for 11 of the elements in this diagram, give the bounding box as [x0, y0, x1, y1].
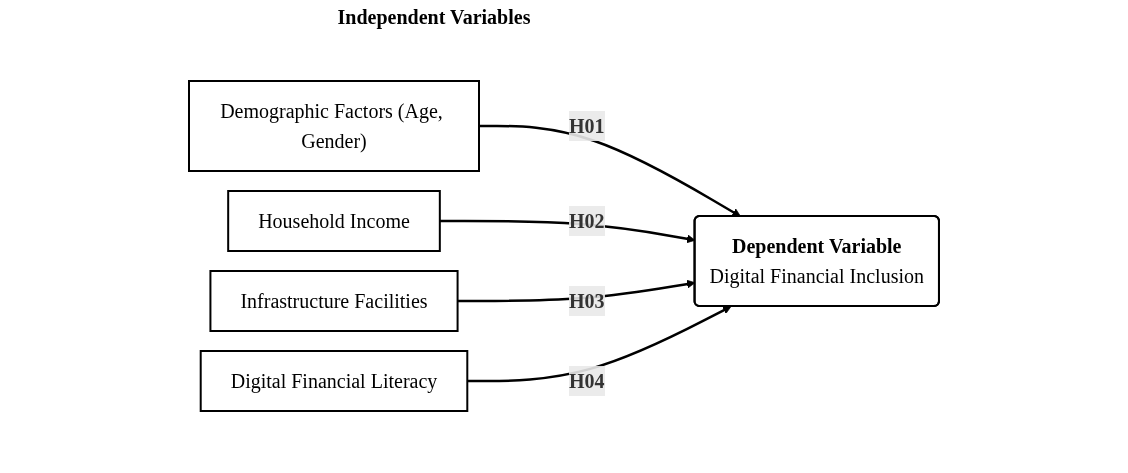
edge-label: H03 — [569, 290, 605, 312]
arrow — [479, 124, 741, 217]
node-box: Infrastructure Facilities — [209, 270, 459, 332]
node-box: Household Income — [227, 190, 441, 252]
heading-text: Independent Variables — [337, 6, 531, 28]
arrow — [467, 306, 732, 383]
edge-label: H04 — [569, 370, 605, 392]
edge-label: H01 — [569, 115, 605, 137]
node-box: Demographic Factors (Age, Gender) — [188, 80, 480, 172]
node-box: Digital Financial Literacy — [199, 350, 469, 412]
edge-label: H02 — [569, 210, 605, 232]
